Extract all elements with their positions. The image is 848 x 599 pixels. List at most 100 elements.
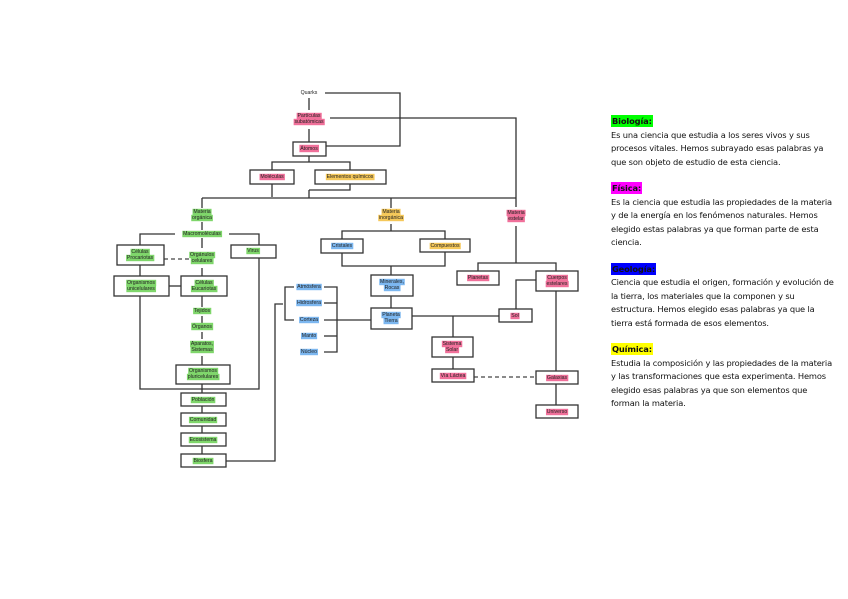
node-label: Quarks	[301, 90, 318, 96]
node-label: Organismos	[127, 280, 155, 286]
node-corteza: Corteza	[299, 316, 319, 324]
node-poblacion: Población	[190, 396, 216, 404]
node-atomos: Átomos	[299, 144, 319, 153]
node-label: Manto	[302, 333, 317, 339]
node-label: Compuestos	[430, 243, 460, 249]
node-label: celulares	[192, 258, 213, 264]
node-hidrosfera: Hidrosfera	[296, 299, 322, 307]
highlight-physics	[546, 374, 569, 382]
legend-quimica-body: Estudia la composición y las propiedades…	[611, 357, 833, 409]
legend-fisica: Física: Es la ciencia que estudia las pr…	[611, 182, 836, 250]
node-label: Orgánulos	[190, 252, 214, 258]
connector-cuerpos-sol	[515, 279, 536, 309]
node-label: Rocas	[385, 285, 400, 291]
highlight-chemistry	[429, 242, 461, 250]
highlight-biology	[126, 254, 155, 262]
node-label: Células	[195, 280, 213, 286]
highlight-biology	[188, 436, 218, 444]
node-label: Sistema	[443, 341, 462, 347]
node-label: Sol	[511, 313, 519, 319]
node-label: Biosfera	[193, 458, 212, 464]
connector-biosfera-hidrosfera	[226, 303, 283, 462]
highlight-biology	[190, 340, 214, 348]
node-ecosistema: Ecosistema	[188, 436, 218, 444]
legend-geologia-body: Ciencia que estudia el origen, formación…	[611, 277, 834, 328]
highlight-chemistry	[381, 208, 401, 216]
highlight-biology	[126, 285, 157, 293]
node-via-lactea: Vía Láctea	[439, 372, 467, 380]
legend-panel: Biología: Es una ciencia que estudia a l…	[611, 115, 836, 424]
node-macromoleculas: Macromoléculas	[182, 230, 223, 238]
highlight-physics	[441, 340, 463, 348]
node-label: Materia	[382, 209, 399, 215]
node-biosfera: Biosfera	[192, 457, 214, 465]
node-label: Virus	[247, 248, 259, 254]
highlight-biology	[190, 257, 214, 265]
highlight-physics	[299, 144, 319, 153]
highlight-geology	[300, 348, 318, 356]
node-label: pluricelulares	[188, 374, 219, 380]
legend-biologia-title: Biología:	[611, 115, 653, 127]
node-label: inorgánica	[379, 215, 403, 221]
highlight-physics	[467, 274, 490, 282]
node-label: Organismos	[189, 368, 217, 374]
highlight-physics	[507, 215, 525, 223]
node-aparatos: Aparatos,Sistemas	[190, 340, 214, 354]
node-label: Población	[192, 397, 215, 403]
node-label: Corteza	[300, 317, 318, 323]
node-label: Macromoléculas	[183, 231, 221, 237]
connector-mol-elem-join	[271, 184, 351, 197]
node-label: Núcleo	[301, 349, 317, 355]
highlight-physics	[545, 408, 569, 416]
node-label: Sistemas	[191, 347, 213, 353]
node-nucleo: Núcleo	[300, 348, 318, 356]
node-label: estelar	[508, 216, 524, 222]
legend-biologia-body: Es una ciencia que estudia a los seres v…	[611, 129, 824, 167]
highlight-geology	[379, 278, 405, 286]
node-tejidos: Tejidos	[193, 307, 212, 315]
highlight-geology	[299, 316, 319, 324]
highlight-biology	[182, 230, 223, 238]
highlight-physics	[545, 280, 569, 288]
connector-crist-comp-join	[341, 252, 446, 267]
highlight-physics	[439, 372, 467, 380]
node-label: Cristales	[332, 243, 353, 249]
node-cristales: Cristales	[331, 242, 354, 250]
node-labels: QuarksPartículassubatómicasÁtomosMolécul…	[126, 90, 569, 465]
node-label: Planetas	[468, 275, 489, 281]
highlight-chemistry	[378, 214, 404, 222]
node-virus: Virus	[246, 247, 261, 255]
highlight-biology	[188, 367, 219, 375]
node-organos: Órganos	[191, 322, 214, 331]
highlight-biology	[126, 279, 157, 287]
node-label: Procariotas	[127, 255, 154, 261]
node-label: Partículas	[297, 113, 320, 119]
highlight-chemistry	[325, 173, 375, 181]
highlight-biology	[190, 396, 216, 404]
legend-biologia: Biología: Es una ciencia que estudia a l…	[611, 115, 836, 169]
node-label: Atmósfera	[297, 284, 321, 290]
highlight-geology	[296, 283, 322, 291]
node-moleculas: Moléculas	[259, 173, 285, 181]
connector-inorg-branches	[341, 230, 446, 239]
highlight-geology	[300, 332, 318, 340]
node-label: Elementos químicos	[327, 174, 374, 180]
legend-fisica-title: Física:	[611, 182, 643, 194]
node-label: Cuerpos	[547, 275, 567, 281]
highlight-physics	[546, 274, 569, 282]
connector-quarks-atomos	[325, 92, 401, 147]
legend-quimica-title: Química:	[611, 343, 653, 355]
highlight-physics	[510, 312, 520, 320]
node-compuestos: Compuestos	[429, 242, 461, 250]
node-minerales: Minerales,Rocas	[379, 278, 405, 292]
